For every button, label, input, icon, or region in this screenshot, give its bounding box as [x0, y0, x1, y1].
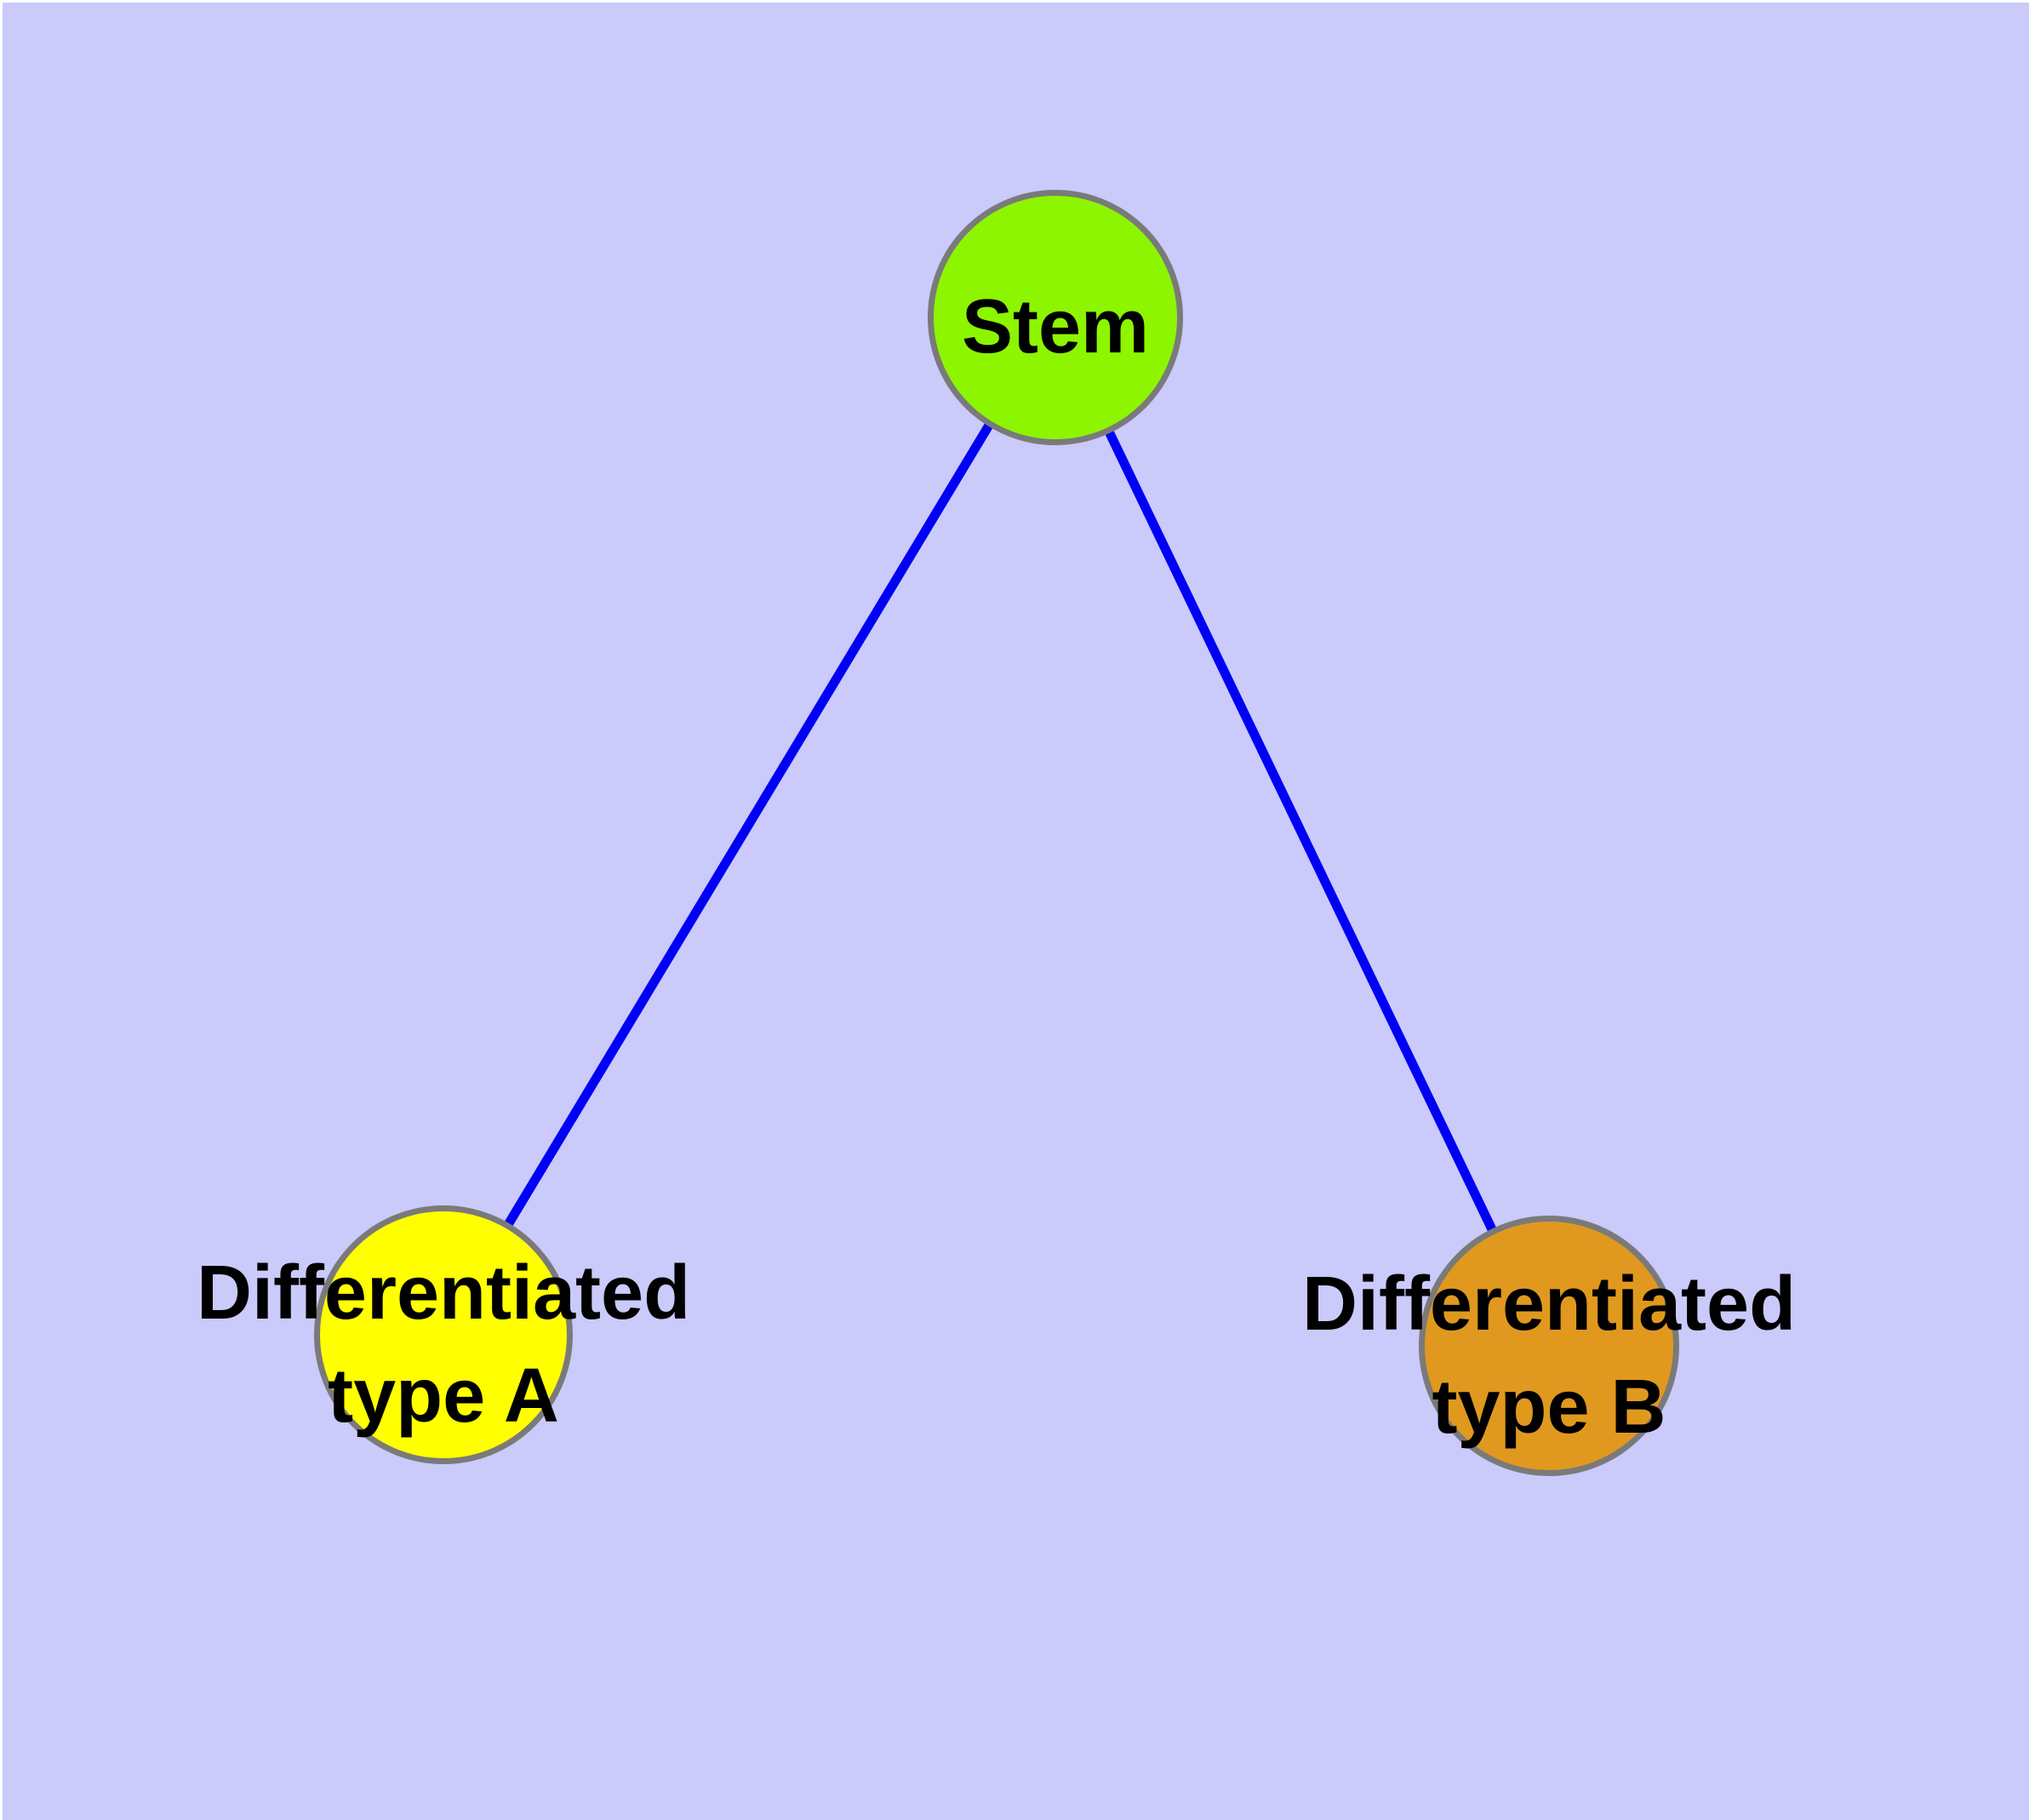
node-label-diff-type-b: Differentiated type B — [1302, 1253, 1796, 1460]
node-label-line: Differentiated — [1301, 1261, 1797, 1347]
node-label-line: Stem — [961, 284, 1150, 370]
node-label-diff-type-a: Differentiated type A — [197, 1242, 690, 1449]
edge-stem-to-diff-type-b — [1049, 315, 1552, 1347]
node-label-line: Differentiated — [196, 1250, 691, 1336]
edge-layer — [438, 314, 1552, 1347]
edge-stem-to-diff-type-a — [438, 314, 1059, 1336]
node-diff-type-a: Differentiated type A — [197, 1205, 690, 1464]
node-label-stem: Stem — [962, 276, 1149, 380]
node-diff-type-b: Differentiated type B — [1302, 1216, 1796, 1476]
node-label-line: type B — [1432, 1365, 1666, 1450]
node-stem: Stem — [928, 190, 1183, 445]
node-label-line: type A — [328, 1354, 559, 1439]
